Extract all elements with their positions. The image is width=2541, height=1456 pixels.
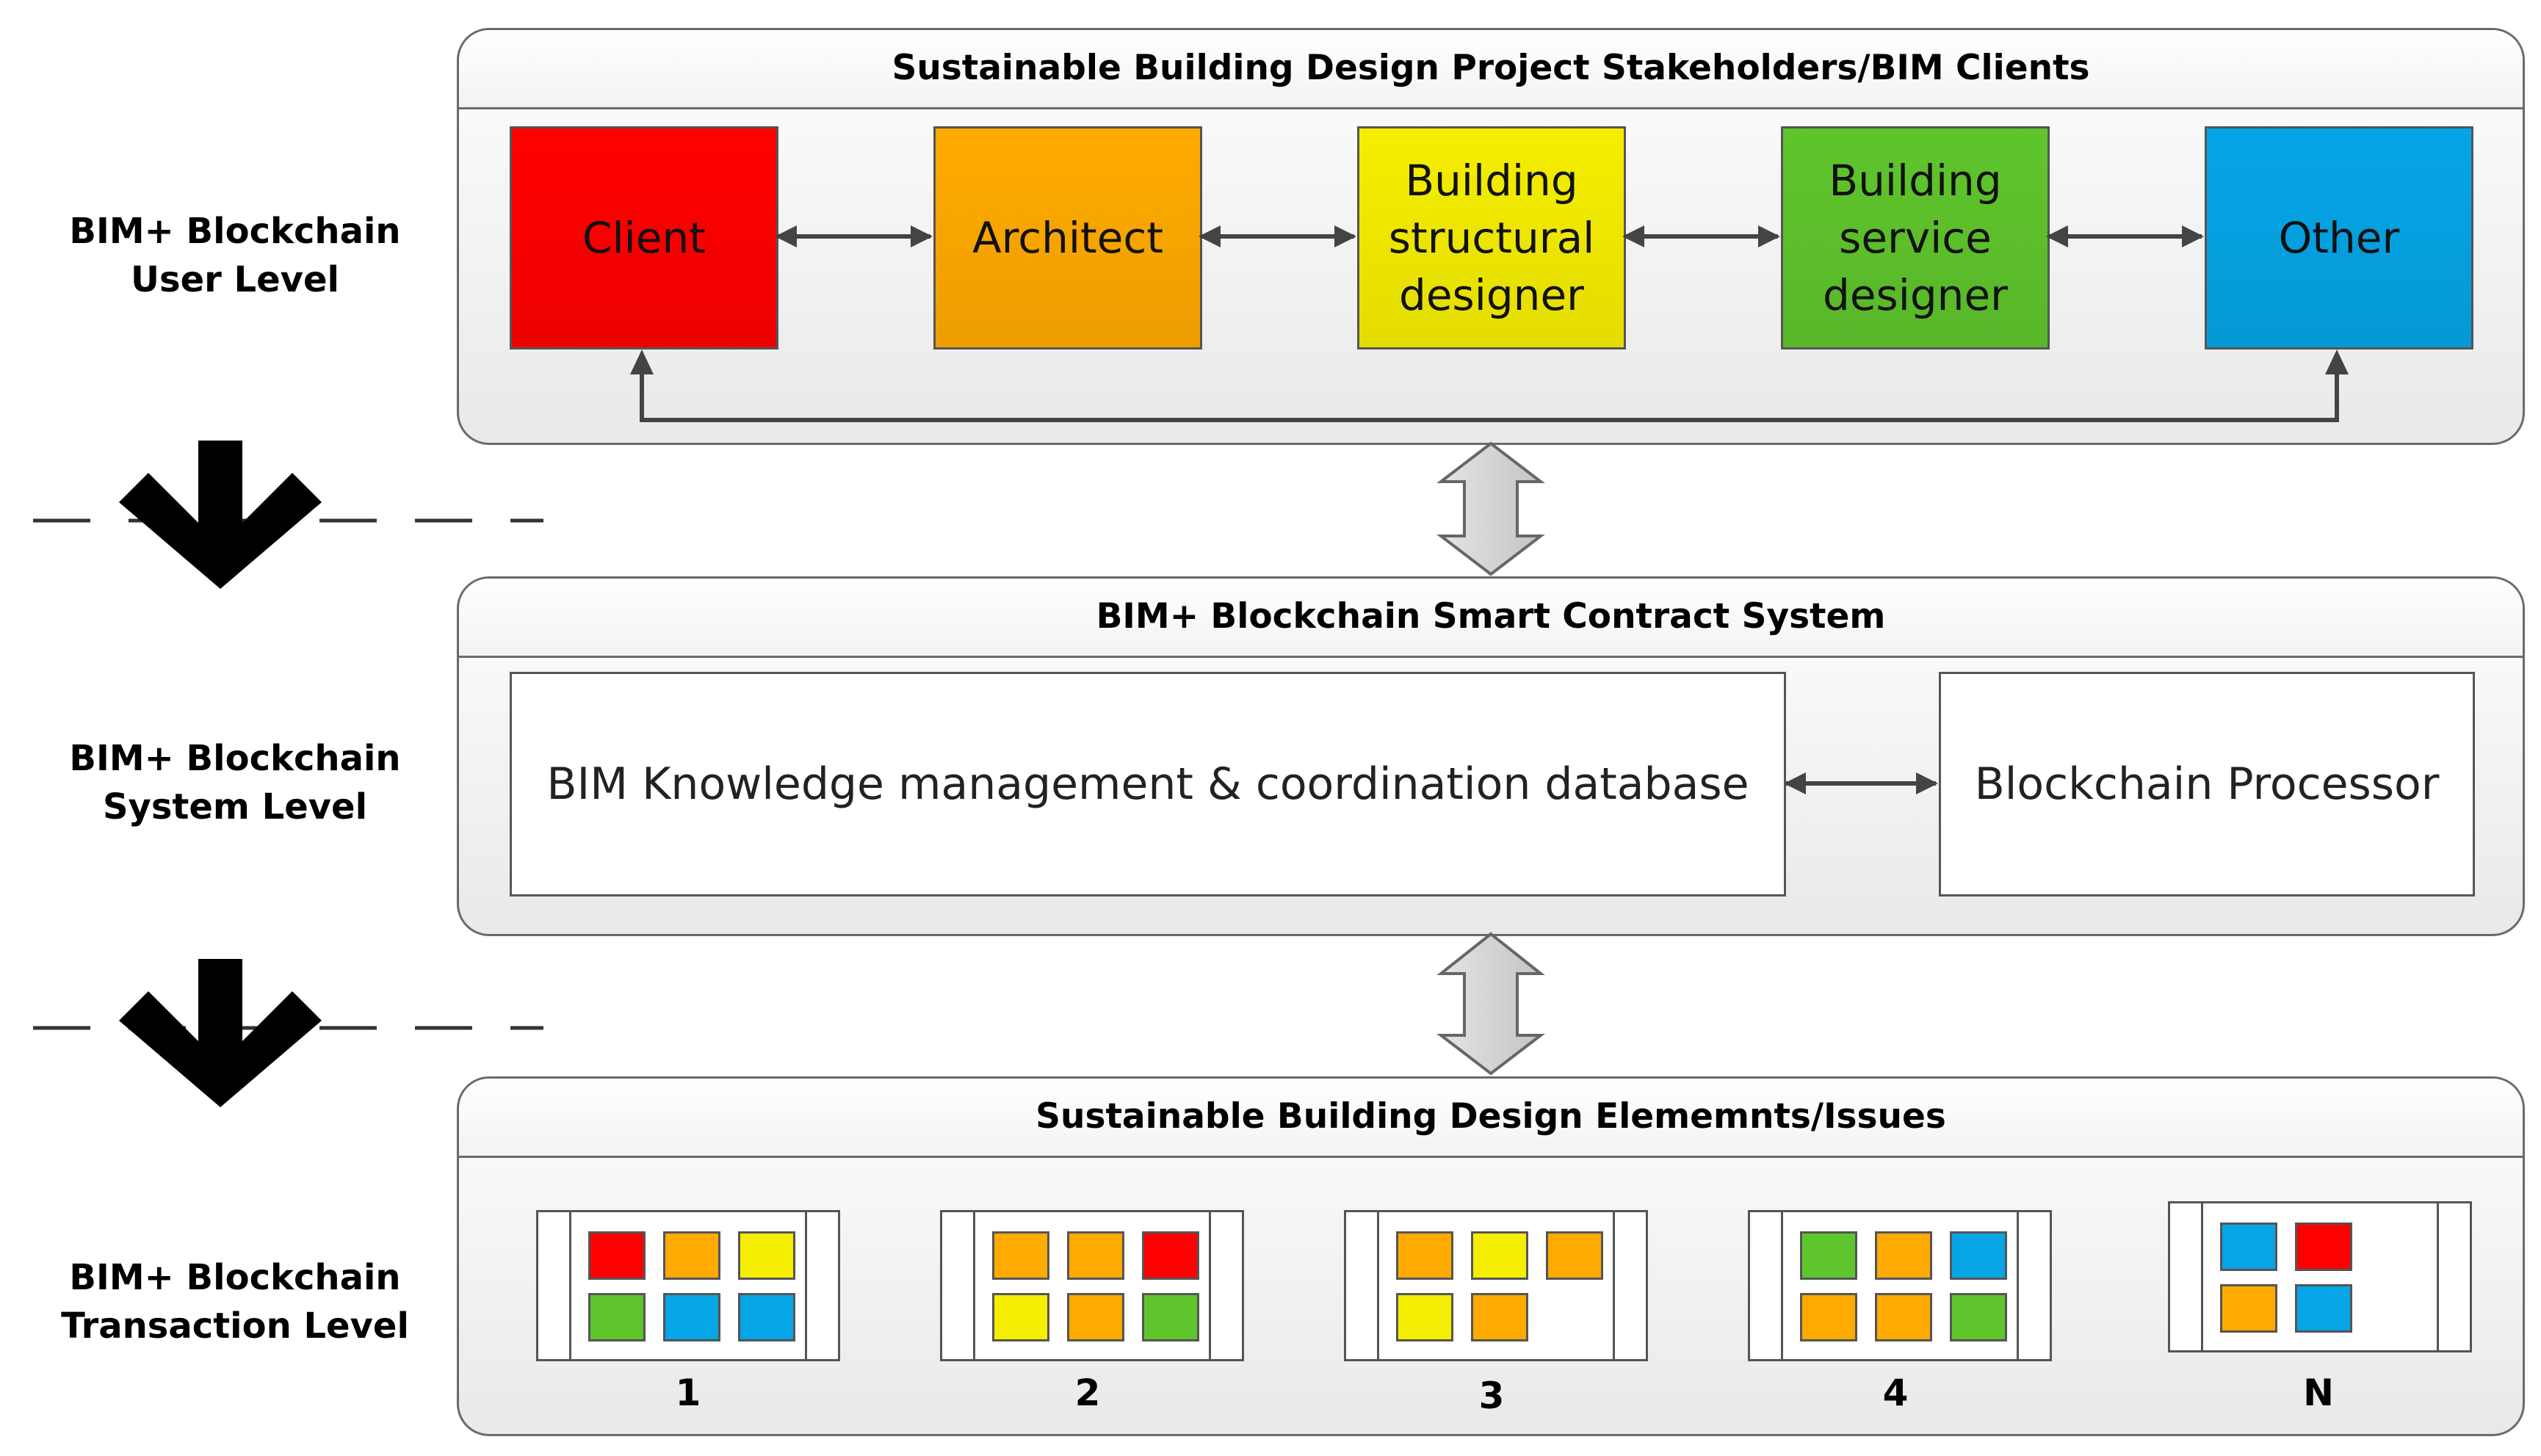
group-side-bar: [1346, 1212, 1379, 1359]
role-building-structural-designer: Building structural designer: [1357, 126, 1626, 349]
element-chip: [1471, 1231, 1528, 1280]
element-chip: [738, 1293, 795, 1341]
group-side-bar: [2437, 1203, 2470, 1350]
down-arrow-icon: [119, 441, 322, 589]
element-group-1: [536, 1210, 840, 1361]
level-label-system: BIM+ Blockchain System Level: [15, 734, 455, 831]
role-label: Building service designer: [1823, 156, 2008, 320]
element-group-n: [2168, 1201, 2472, 1352]
blockchain-processor-label: Blockchain Processor: [1974, 758, 2440, 810]
group-side-bar: [1613, 1212, 1646, 1359]
level-label-line2: System Level: [102, 786, 368, 827]
transaction-panel-title: Sustainable Building Design Elememnts/Is…: [459, 1079, 2523, 1158]
role-label: Client: [582, 213, 706, 263]
element-chip: [1875, 1231, 1932, 1280]
element-chip: [992, 1231, 1049, 1280]
group-side-bar: [2017, 1212, 2050, 1359]
system-panel-title: BIM+ Blockchain Smart Contract System: [459, 579, 2523, 658]
role-other: Other: [2205, 126, 2473, 349]
group-side-bar: [538, 1212, 571, 1359]
element-chip: [1546, 1231, 1603, 1280]
knowledge-database-label: BIM Knowledge management & coordination …: [546, 758, 1749, 810]
level-label-line2: User Level: [131, 259, 339, 300]
element-chip: [1067, 1231, 1124, 1280]
group-label-1: 1: [675, 1372, 701, 1414]
element-chip: [2220, 1223, 2277, 1271]
element-chip: [1396, 1293, 1453, 1341]
element-chip: [1875, 1293, 1932, 1341]
level-label-line2: Transaction Level: [61, 1305, 409, 1347]
element-chip: [2295, 1223, 2352, 1271]
element-chip: [1471, 1293, 1528, 1341]
element-chip: [2295, 1284, 2352, 1333]
role-building-service-designer: Building service designer: [1781, 126, 2050, 349]
group-side-bar: [942, 1212, 975, 1359]
role-label: Other: [2278, 213, 2400, 263]
role-client: Client: [510, 126, 778, 349]
role-label: Building structural designer: [1388, 156, 1595, 320]
user-panel-title: Sustainable Building Design Project Stak…: [459, 30, 2523, 109]
blockchain-processor-box: Blockchain Processor: [1939, 672, 2475, 897]
double-vertical-arrow-icon: [1436, 441, 1545, 576]
double-vertical-arrow-icon: [1436, 932, 1545, 1076]
element-chip: [738, 1231, 795, 1280]
role-label: Architect: [972, 213, 1164, 263]
element-chip: [1396, 1231, 1453, 1280]
group-side-bar: [1750, 1212, 1783, 1359]
down-arrow-icon: [119, 959, 322, 1107]
group-label-n: N: [2303, 1372, 2334, 1414]
up-arrow-icon: [2325, 349, 2349, 374]
level-label-line1: BIM+ Blockchain: [69, 211, 401, 252]
element-chip: [1067, 1293, 1124, 1341]
group-side-bar: [1209, 1212, 1242, 1359]
group-side-bar: [805, 1212, 838, 1359]
element-group-3: [1344, 1210, 1648, 1361]
element-chip: [992, 1293, 1049, 1341]
element-chip: [663, 1293, 720, 1341]
element-group-2: [940, 1210, 1244, 1361]
up-arrow-icon: [630, 349, 654, 374]
element-chip: [1142, 1231, 1199, 1280]
element-chip: [588, 1293, 646, 1341]
knowledge-database-box: BIM Knowledge management & coordination …: [510, 672, 1786, 897]
element-chip: [1800, 1231, 1857, 1280]
element-group-4: [1748, 1210, 2052, 1361]
level-label-line1: BIM+ Blockchain: [69, 1257, 401, 1298]
group-label-4: 4: [1882, 1372, 1909, 1414]
element-chip: [588, 1231, 646, 1280]
element-chip: [663, 1231, 720, 1280]
element-chip: [1142, 1293, 1199, 1341]
group-side-bar: [2170, 1203, 2203, 1350]
element-chip: [1800, 1293, 1857, 1341]
level-label-user: BIM+ Blockchain User Level: [15, 207, 455, 304]
element-chip: [1950, 1293, 2007, 1341]
level-label-transaction: BIM+ Blockchain Transaction Level: [15, 1253, 455, 1350]
group-label-2: 2: [1074, 1372, 1101, 1414]
level-label-line1: BIM+ Blockchain: [69, 738, 401, 779]
element-chip: [2220, 1284, 2277, 1333]
client-other-connector: [640, 367, 2339, 422]
group-label-3: 3: [1478, 1374, 1505, 1417]
role-architect: Architect: [933, 126, 1202, 349]
element-chip: [1950, 1231, 2007, 1280]
